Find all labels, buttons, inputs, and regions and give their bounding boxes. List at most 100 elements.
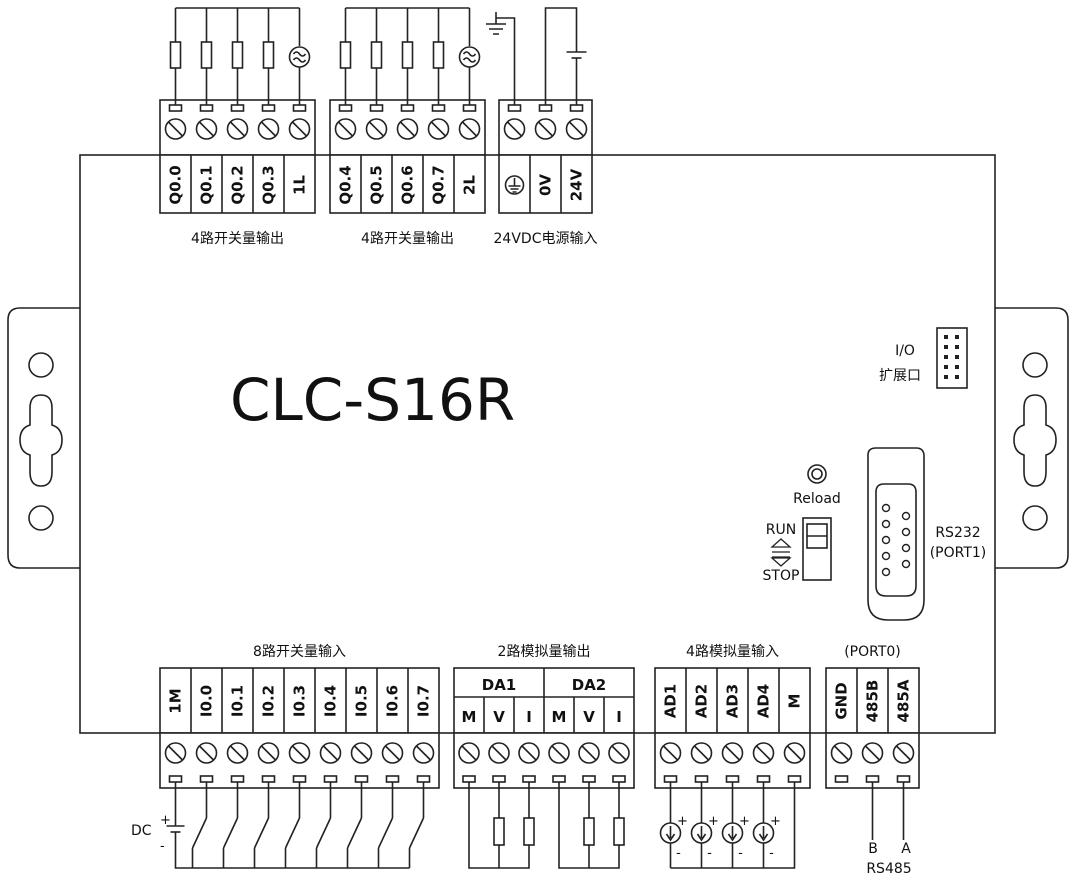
io-expansion-label-1: I/O [895,343,915,359]
db9-pin [881,535,891,545]
run-label: RUN [766,522,796,538]
top-terminal-screw-slot [260,121,277,137]
load-resistor [370,41,383,69]
bottom-terminal-screw [690,742,713,764]
rs485-label: RS485 [866,861,911,877]
top-terminal-screw-slot [291,121,308,137]
top-terminal-screw [565,118,588,140]
bottom-terminal-label-1m: 1M [167,688,185,713]
io-expansion-pin [955,345,959,349]
bottom-terminal-screw-slot [864,745,881,761]
bottom-terminal-screw [412,742,435,764]
top-terminal-label-q0-7: Q0.7 [430,165,448,204]
load-resistor [401,41,414,69]
reload-label: Reload [793,491,841,507]
device-body [79,154,996,734]
io-expansion-pin [955,335,959,339]
right-ear-hole-bottom [1022,505,1048,531]
bottom-terminal-label-i0-0: I0.0 [198,685,216,717]
bottom-caption-rs: (PORT0) [844,644,901,660]
da2-header: DA2 [572,676,607,694]
da-v-load [583,817,595,846]
bottom-terminal-screw [830,742,853,764]
bottom-block-ad [654,732,811,789]
bottom-terminal-screw [288,742,311,764]
da1-header: DA1 [482,676,517,694]
top-terminal-screw-slot [537,121,554,137]
top-terminal-screw-slot [430,121,447,137]
bottom-terminal-label-i0-1: I0.1 [229,685,247,717]
right-ear-hole-top [1022,352,1048,378]
io-expansion-pin [944,345,948,349]
ad-minus-sign: - [769,846,774,861]
top-terminal-screw-slot [506,121,523,137]
bottom-terminal-label-i0-2: I0.2 [260,685,278,717]
bottom-terminal-label-m: M [786,694,804,709]
bottom-terminal-screw-slot [415,745,432,761]
top-caption-q1: 4路开关量输出 [191,231,284,247]
io-expansion-pin [944,375,948,379]
bottom-terminal-tab [834,775,849,783]
current-source-arrow [758,826,769,842]
input-switch [315,817,332,849]
ad-plus-sign: + [677,814,688,829]
bottom-block-rs [825,732,920,789]
run-stop-switch-frame [802,517,832,581]
current-source-arrow [727,826,738,842]
run-stop-arrow-icon [770,538,792,567]
input-switch [408,817,425,849]
da-terminal-label-i: I [616,708,622,726]
bottom-terminal-screw [381,742,404,764]
input-common-bus [174,832,410,869]
da-terminal-label-v: V [493,708,505,726]
top-terminal-screw [458,118,481,140]
bottom-terminal-screw [319,742,342,764]
bottom-terminal-label-gnd: GND [833,682,851,719]
bottom-terminal-label-ad3: AD3 [724,684,742,719]
rs485-b-label: B [868,841,878,857]
bottom-terminal-screw-slot [322,745,339,761]
top-terminal-screw-slot [461,121,478,137]
dc-minus-sign: - [160,839,165,854]
db9-pin [901,511,911,521]
top-terminal-screw-slot [167,121,184,137]
bottom-terminal-screw [350,742,373,764]
bottom-terminal-screw [752,742,775,764]
bottom-terminal-screw-slot [521,745,537,761]
ad-minus-sign: - [738,846,743,861]
bottom-terminal-screw-slot [260,745,277,761]
top-block-q2 [329,99,486,156]
bottom-terminal-screw-slot [229,745,246,761]
da-v-load [493,817,505,846]
bottom-terminal-label-ad1: AD1 [662,684,680,719]
db9-pin [901,559,911,569]
ad-plus-sign: + [770,814,781,829]
input-switch [377,817,394,849]
bottom-terminal-screw [783,742,806,764]
bottom-terminal-screw [721,742,744,764]
bottom-terminal-label-485b: 485B [864,680,882,723]
da-terminal-label-i: I [526,708,532,726]
bottom-terminal-screw [608,742,630,764]
bottom-terminal-screw-slot [693,745,710,761]
model-name: CLC-S16R [230,366,515,434]
ad-minus-sign: - [707,846,712,861]
bottom-caption-di: 8路开关量输入 [253,644,346,660]
ac-wave [292,51,307,63]
top-terminal-screw [288,118,311,140]
top-terminal-label-q0-1: Q0.1 [198,165,216,204]
top-terminal-label-q0-6: Q0.6 [399,165,417,204]
top-terminal-screw [164,118,187,140]
earth-symbol-icon [486,12,506,35]
top-label-strip-q1 [159,154,316,214]
top-terminal-screw-slot [568,121,585,137]
top-terminal-screw [427,118,450,140]
reload-button-inner [811,468,823,480]
top-terminal-screw-slot [229,121,246,137]
ground-icon-symbol [508,178,521,193]
top-terminal-screw-slot [198,121,215,137]
da-terminal-label-v: V [583,708,595,726]
bottom-caption-da: 2路模拟量输出 [498,644,591,660]
da-i-load [613,817,625,846]
